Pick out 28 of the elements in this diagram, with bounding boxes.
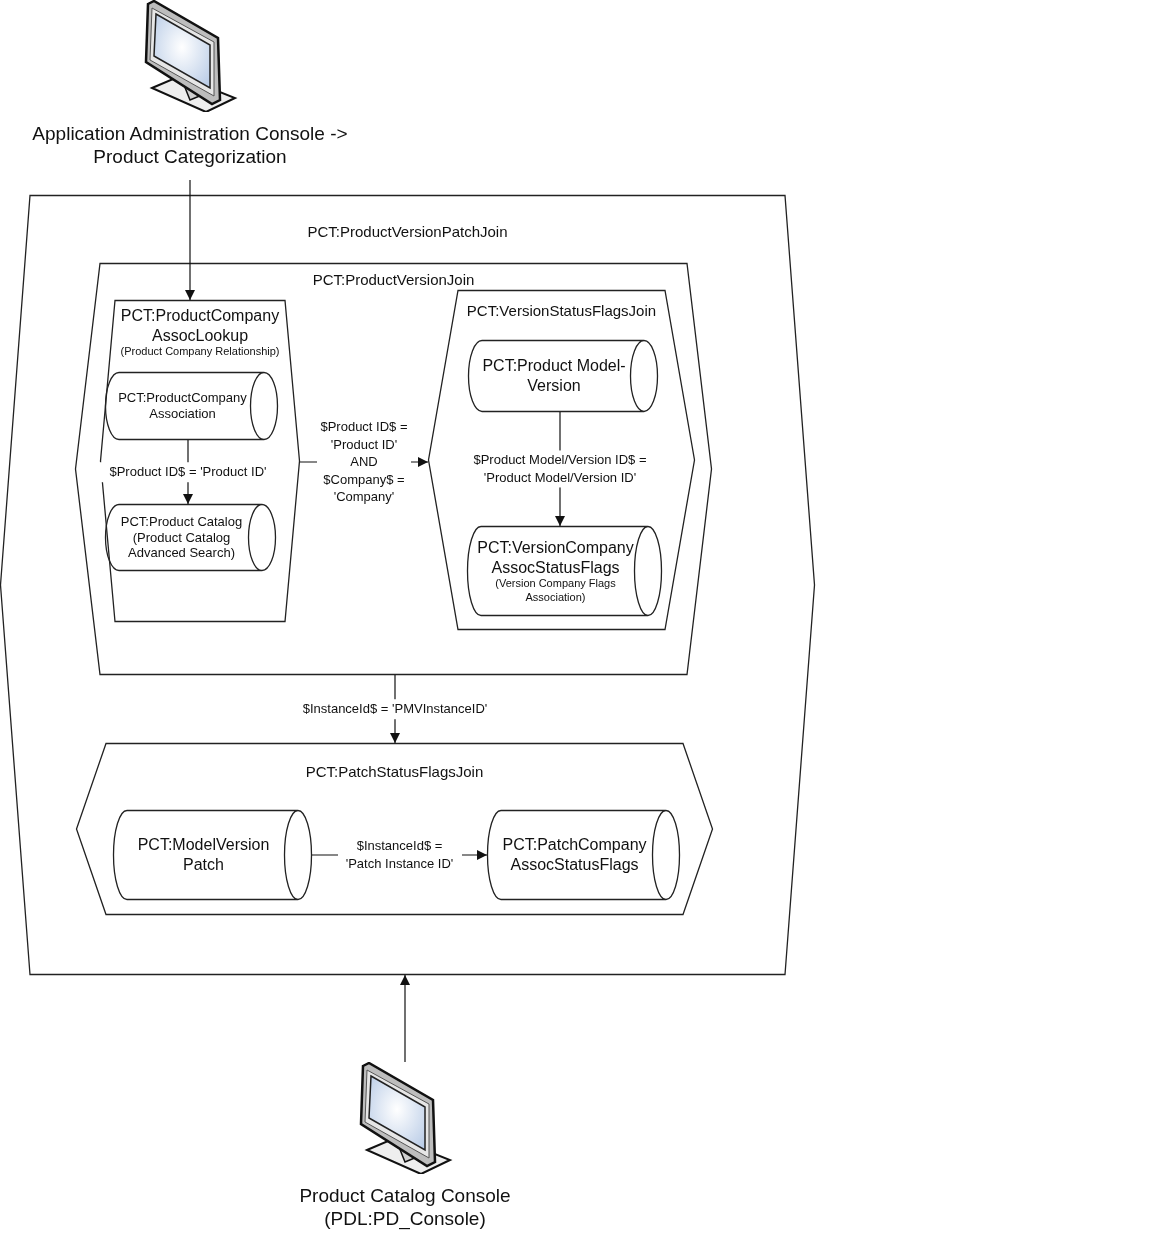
arrow (400, 974, 410, 1063)
node-title: PCT:PatchCompany AssocStatusFlags (501, 835, 648, 875)
node-title: PCT:ProductVersionJoin (312, 271, 475, 290)
node-title: PCT:ProductCompany AssocLookup (119, 306, 281, 346)
node-subtitle: (Version Company Flags Association) (494, 577, 617, 604)
arrow (185, 179, 195, 301)
node-title: PCT:ProductVersionPatchJoin (307, 223, 508, 242)
join-hexagon (0, 195, 815, 975)
node-subtitle: (Product Company Relationship) (120, 345, 280, 359)
join-hexagon (100, 300, 300, 622)
table-cylinder (487, 810, 680, 900)
join-hexagon (428, 290, 695, 630)
node-title: PCT:Product Model-Version (481, 356, 627, 396)
node-title: PCT:PatchStatusFlagsJoin (305, 763, 484, 782)
node-title: PCT:ModelVersion Patch (136, 835, 271, 875)
table-cylinder (467, 526, 662, 616)
console-label: Product Catalog Console (PDL:PD_Console) (298, 1184, 512, 1231)
table-cylinder (105, 504, 276, 571)
node-title: PCT:VersionStatusFlagsJoin (466, 302, 657, 321)
table-cylinder (105, 372, 278, 440)
table-cylinder (113, 810, 312, 900)
join-hexagon (75, 263, 712, 675)
node-title: PCT:Product Catalog (Product Catalog Advanced Search) (119, 513, 244, 562)
table-cylinder (468, 340, 658, 412)
console-label: Application Administration Console -> Product Categorization (31, 122, 349, 169)
node-title: PCT:ProductCompany Association (117, 390, 248, 422)
join-hexagon (76, 743, 713, 915)
node-title: PCT:VersionCompany AssocStatusFlags (476, 538, 635, 578)
